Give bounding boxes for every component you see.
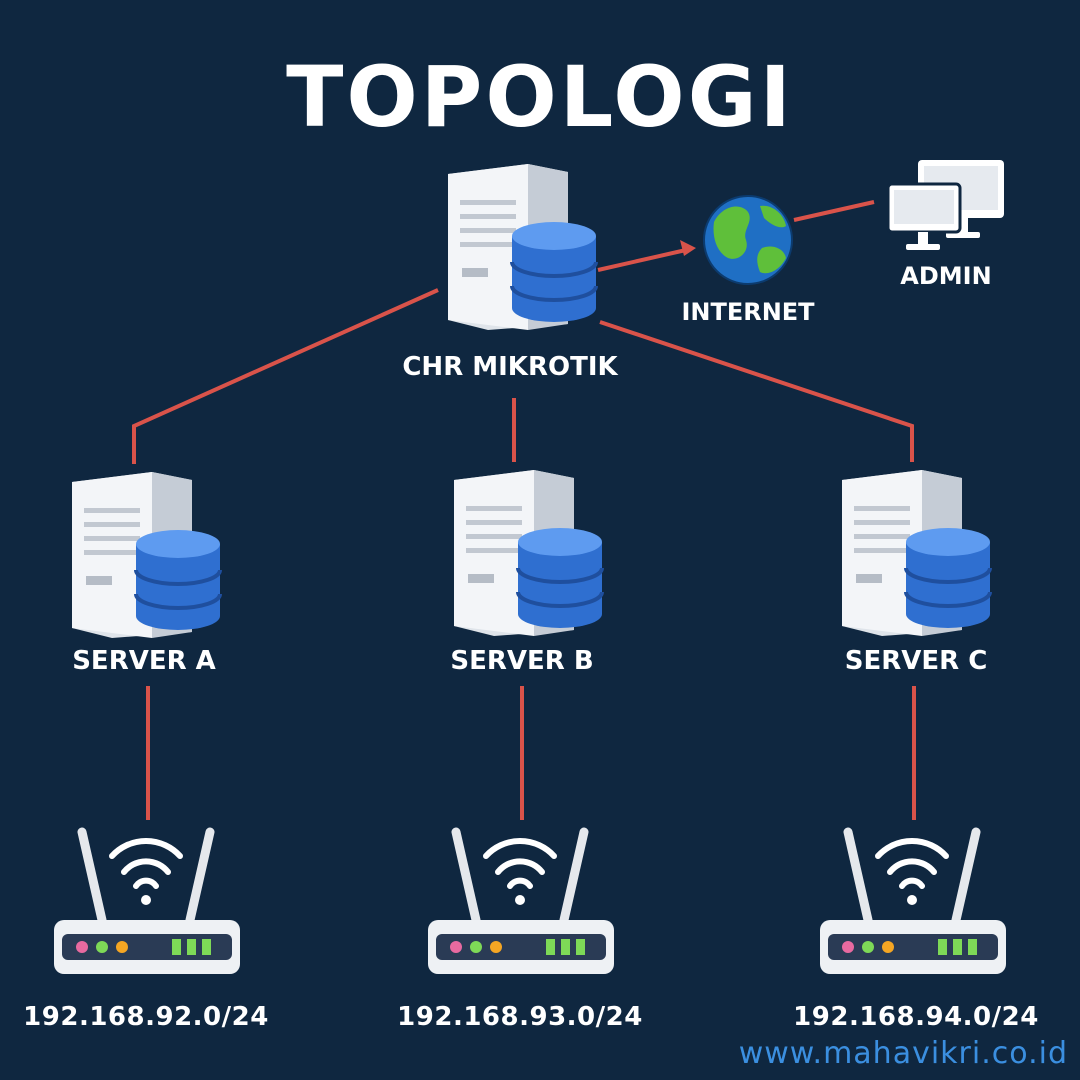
link-core-server-c: [599, 320, 914, 462]
server-c-icon: [840, 468, 992, 638]
subnet-c-label: 192.168.94.0/24: [793, 1002, 1039, 1032]
connection-lines: [132, 200, 916, 820]
admin-computers-icon: [886, 160, 1004, 250]
globe-icon: [703, 195, 793, 285]
server-a-icon: [70, 470, 222, 640]
router-a-wifi-icon: [54, 832, 240, 974]
admin-label: ADMIN: [900, 262, 992, 290]
link-core-internet: [597, 248, 687, 272]
website-link[interactable]: www.mahavikri.co.id: [738, 1036, 1068, 1071]
chr-mikrotik-label: CHR MIKROTIK: [402, 352, 618, 382]
arrow-to-internet: [680, 240, 696, 256]
chr-mikrotik-server-icon: [446, 162, 598, 332]
link-internet-admin: [793, 200, 875, 222]
server-b-label: SERVER B: [450, 646, 594, 676]
link-core-server-a: [132, 288, 439, 464]
router-b-wifi-icon: [428, 832, 614, 974]
internet-label: INTERNET: [681, 298, 815, 326]
server-a-label: SERVER A: [72, 646, 216, 676]
server-c-label: SERVER C: [844, 646, 988, 676]
server-b-icon: [452, 468, 604, 638]
router-c-wifi-icon: [820, 832, 1006, 974]
subnet-a-label: 192.168.92.0/24: [23, 1002, 269, 1032]
page-title: TOPOLOGI: [286, 48, 794, 146]
subnet-b-label: 192.168.93.0/24: [397, 1002, 643, 1032]
